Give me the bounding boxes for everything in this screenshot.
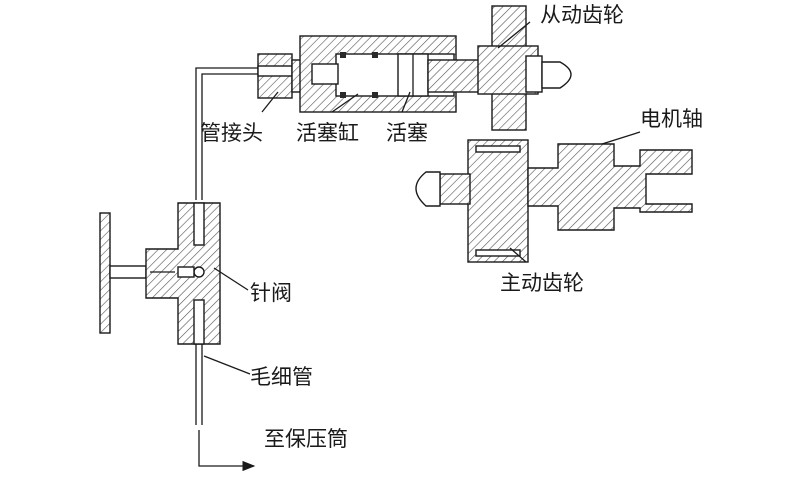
capillary-tube-upper [195, 67, 258, 200]
motor-shaft [527, 143, 693, 231]
handwheel [99, 212, 111, 334]
leader-lines [203, 21, 641, 375]
capillary-tube-lower [195, 344, 256, 472]
label-driven-gear: 从动齿轮 [540, 3, 624, 27]
label-piston: 活塞 [386, 121, 428, 145]
nut-cap-top [541, 61, 572, 89]
needle-valve [99, 202, 221, 345]
piston [397, 53, 429, 97]
label-piston-cylinder: 活塞缸 [296, 121, 359, 145]
nut-cap-bottom [415, 171, 441, 207]
label-driving-gear: 主动齿轮 [500, 271, 584, 295]
driven-gear [477, 5, 572, 131]
label-capillary: 毛细管 [250, 365, 313, 389]
driving-gear [415, 139, 529, 263]
label-pipe-fitting: 管接头 [200, 121, 263, 145]
label-to-pressure-vessel: 至保压筒 [264, 427, 348, 451]
label-needle-valve: 针阀 [250, 281, 292, 305]
valve-stem [109, 265, 147, 279]
label-motor-shaft: 电机轴 [640, 107, 703, 131]
